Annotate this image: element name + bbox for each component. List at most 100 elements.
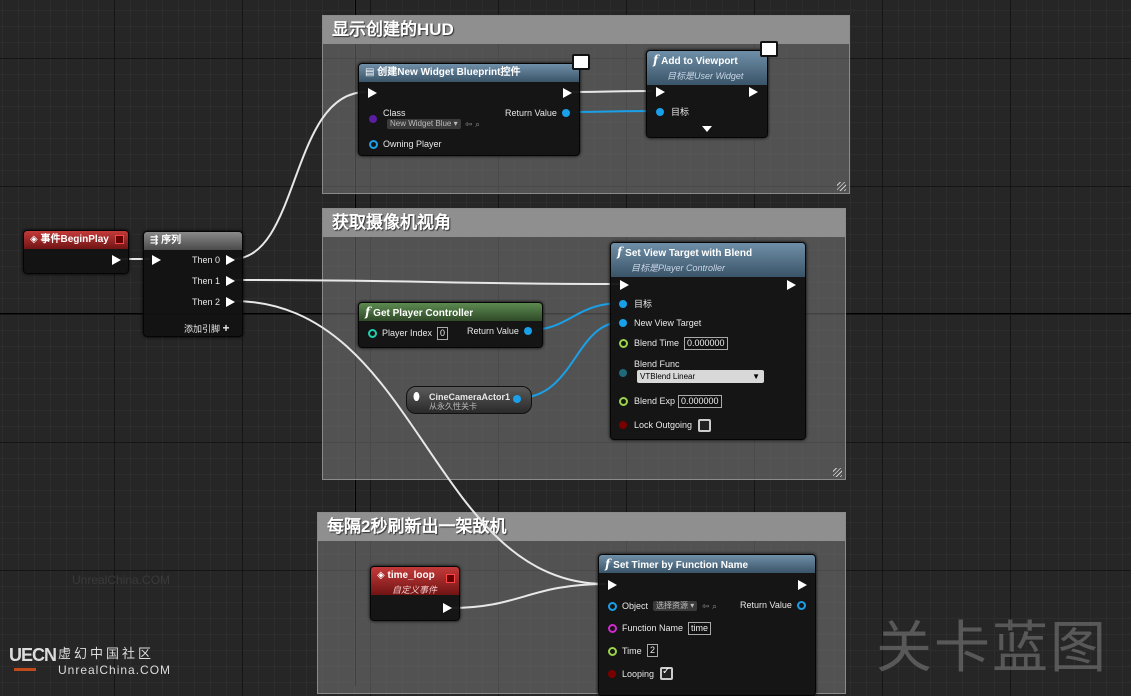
node-subtitle: 从永久性关卡	[429, 402, 477, 411]
time-input[interactable]: 2	[647, 644, 659, 657]
exec-in-pin[interactable]	[620, 280, 629, 290]
monitor-icon	[572, 54, 590, 70]
blend-func-dropdown[interactable]: VTBlend Linear▼	[637, 370, 764, 383]
player-index-pin[interactable]	[368, 329, 377, 338]
wire-exec	[450, 583, 607, 609]
object-dropdown[interactable]: 选择资源 ▾	[653, 601, 698, 611]
diamond-icon: ◈	[377, 570, 385, 581]
node-title: Add to Viewport	[661, 56, 738, 67]
node-title: CineCameraActor1	[429, 392, 511, 402]
lock-outgoing-pin[interactable]	[619, 421, 627, 429]
exec-out-pin[interactable]	[443, 603, 452, 613]
pin-lock-outgoing-label: Lock Outgoing	[634, 420, 693, 430]
wire-exec	[232, 279, 621, 285]
uecn-logo-bar	[14, 668, 36, 671]
node-subtitle: 目标是User Widget	[667, 71, 744, 81]
player-index-input[interactable]: 0	[437, 327, 449, 340]
node-cine-camera-actor[interactable]: ⬮ CineCameraActor1 从永久性关卡	[406, 386, 532, 414]
lock-outgoing-checkbox[interactable]	[698, 419, 711, 432]
return-value-pin[interactable]	[562, 109, 570, 117]
monitor-icon	[760, 41, 778, 57]
pin-new-view-target-label: New View Target	[634, 318, 702, 328]
function-name-pin[interactable]	[608, 624, 617, 633]
node-title: 事件BeginPlay	[40, 234, 109, 245]
exec-out-pin[interactable]	[749, 87, 758, 97]
node-title: Set Timer by Function Name	[613, 560, 749, 571]
pin-function-name-label: Function Name	[622, 623, 684, 633]
actor-out-pin[interactable]	[513, 395, 521, 403]
actor-icon: ⬮	[413, 391, 420, 403]
pin-return-value-label: Return Value	[505, 108, 557, 118]
exec-out-pin[interactable]	[787, 280, 796, 290]
target-pin[interactable]	[656, 108, 664, 116]
node-sequence[interactable]: ⇶ 序列 Then 0 Then 1 Then 2 添加引脚 +	[143, 231, 243, 337]
exec-in-pin[interactable]	[656, 87, 665, 97]
browse-icons[interactable]: ⇦ ⌕	[465, 119, 481, 129]
pin-then-0: Then 0	[192, 255, 221, 265]
exec-out-pin-then-0[interactable]	[226, 255, 235, 265]
blend-exp-input[interactable]: 0.000000	[678, 395, 722, 408]
pin-return-value-label: Return Value	[740, 600, 792, 610]
function-icon: f	[605, 557, 611, 571]
browse-icons[interactable]: ⇦ ⌕	[702, 601, 718, 611]
comment-title: 每隔2秒刷新出一架敌机	[318, 513, 845, 541]
exec-out-pin-then-2[interactable]	[226, 297, 235, 307]
function-name-input[interactable]: time	[688, 622, 712, 635]
class-pin[interactable]	[369, 115, 377, 123]
time-pin[interactable]	[608, 647, 617, 656]
blend-exp-pin[interactable]	[619, 397, 628, 406]
pin-blend-time-label: Blend Time	[634, 338, 680, 348]
add-pin-button[interactable]: 添加引脚 +	[184, 321, 230, 335]
target-pin[interactable]	[619, 300, 627, 308]
exec-out-pin[interactable]	[563, 88, 572, 98]
exec-out-pin[interactable]	[798, 580, 807, 590]
return-value-pin[interactable]	[524, 327, 532, 335]
function-icon: f	[653, 53, 659, 67]
exec-out-pin-then-1[interactable]	[226, 276, 235, 286]
wire-exec	[571, 90, 653, 93]
expand-arrow-icon[interactable]	[702, 126, 712, 132]
resize-grip-icon[interactable]	[833, 468, 842, 477]
object-pin[interactable]	[608, 602, 617, 611]
pin-target-label: 目标	[634, 299, 653, 309]
blend-time-input[interactable]: 0.000000	[684, 337, 728, 350]
blend-time-pin[interactable]	[619, 339, 628, 348]
exec-out-pin[interactable]	[112, 255, 121, 265]
delegate-pin-icon[interactable]	[115, 235, 124, 244]
plus-icon: +	[222, 321, 230, 335]
dropdown-arrow-icon: ▼	[752, 372, 760, 381]
pin-then-1: Then 1	[192, 276, 221, 286]
looping-checkbox[interactable]	[660, 666, 673, 680]
sequence-icon: ⇶	[150, 235, 159, 246]
wire-object	[517, 321, 623, 399]
new-view-target-pin[interactable]	[619, 319, 627, 327]
blend-func-pin[interactable]	[619, 369, 627, 377]
comment-title: 获取摄像机视角	[323, 209, 845, 237]
exec-in-pin[interactable]	[152, 255, 161, 265]
delegate-pin-icon[interactable]	[446, 574, 455, 583]
owning-player-pin[interactable]	[369, 140, 378, 149]
function-icon: f	[617, 245, 623, 259]
pin-class-label: Class	[383, 108, 406, 118]
node-title: 创建New Widget Blueprint控件	[377, 67, 521, 78]
exec-in-pin[interactable]	[608, 580, 617, 590]
diamond-icon: ◈	[30, 234, 38, 245]
pin-then-2: Then 2	[192, 297, 221, 307]
node-title: Set View Target with Blend	[625, 248, 753, 259]
pin-target-label: 目标	[671, 107, 690, 117]
class-dropdown[interactable]: New Widget Blue ▾	[387, 119, 461, 129]
node-create-widget[interactable]: ▤ 创建New Widget Blueprint控件 Class New Wid…	[358, 63, 580, 156]
resize-grip-icon[interactable]	[837, 182, 846, 191]
node-event-beginplay[interactable]: ◈ 事件BeginPlay	[23, 230, 129, 274]
looping-pin[interactable]	[608, 670, 616, 678]
node-subtitle: 自定义事件	[392, 585, 438, 595]
wire-object	[566, 110, 659, 113]
return-value-pin[interactable]	[797, 601, 806, 610]
exec-in-pin[interactable]	[368, 88, 377, 98]
